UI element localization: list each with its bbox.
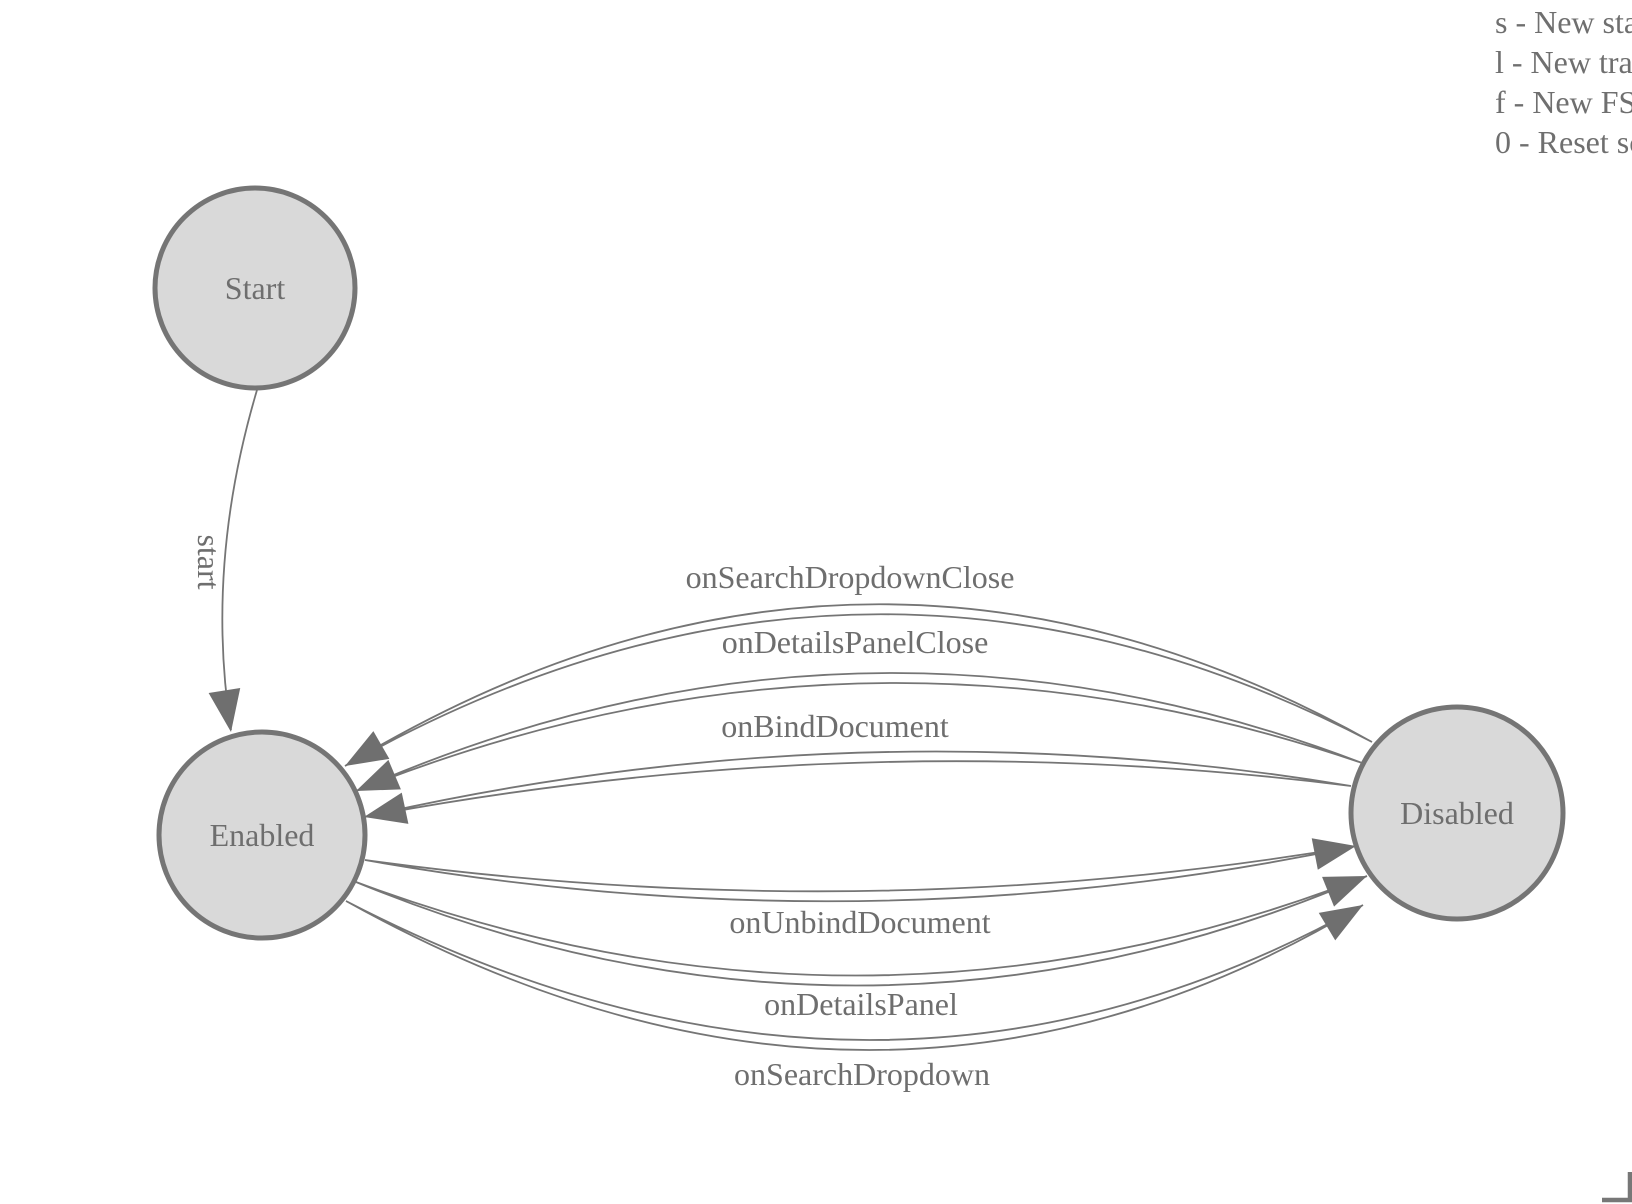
transition-labels: start onSearchDropdownClose onDetailsPan… [191, 534, 1014, 1092]
arrowhead-onDetailsPanelClose-icon [356, 759, 401, 791]
state-nodes [152, 185, 1566, 941]
arrowhead-start-icon [208, 688, 241, 732]
transition-label-onSearchDropdown: onSearchDropdown [734, 1056, 990, 1092]
transition-label-onDetailsPanel: onDetailsPanel [764, 986, 958, 1022]
state-label-enabled: Enabled [210, 817, 315, 853]
arrowhead-onBindDocument-icon [364, 792, 409, 824]
shortcut-legend: s - New sta l - New tran f - New FSM 0 -… [1495, 2, 1632, 162]
legend-line: s - New sta [1495, 4, 1632, 40]
state-node-start[interactable] [152, 185, 358, 391]
state-label-start: Start [225, 270, 286, 306]
state-label-disabled: Disabled [1400, 795, 1514, 831]
arrowhead-onDetailsPanel-icon [1322, 876, 1367, 907]
arrowheads [208, 688, 1367, 941]
edge-start-to-enabled[interactable] [221, 389, 258, 731]
transition-label-onDetailsPanelClose: onDetailsPanelClose [722, 624, 989, 660]
state-node-enabled[interactable] [156, 729, 368, 941]
transition-label-onBindDocument: onBindDocument [721, 708, 949, 744]
state-node-disabled[interactable] [1348, 704, 1566, 922]
arrowhead-onSearchDropdownClose-icon [345, 731, 390, 766]
legend-line: 0 - Reset sc [1495, 124, 1632, 160]
legend-line: l - New tran [1495, 44, 1632, 80]
canvas-corner-handle[interactable] [1602, 1172, 1632, 1203]
transition-label-onSearchDropdownClose: onSearchDropdownClose [686, 559, 1015, 595]
legend-line: f - New FSM [1495, 84, 1632, 120]
state-labels: Start Enabled Disabled [210, 270, 1514, 853]
transition-label-start: start [191, 534, 227, 589]
arrowhead-onSearchDropdown-icon [1318, 905, 1363, 941]
edge-onBindDocument[interactable] [363, 750, 1352, 818]
transition-label-onUnbindDocument: onUnbindDocument [729, 904, 990, 940]
arrowhead-onUnbindDocument-icon [1311, 838, 1356, 870]
edge-onUnbindDocument[interactable] [364, 845, 1357, 903]
